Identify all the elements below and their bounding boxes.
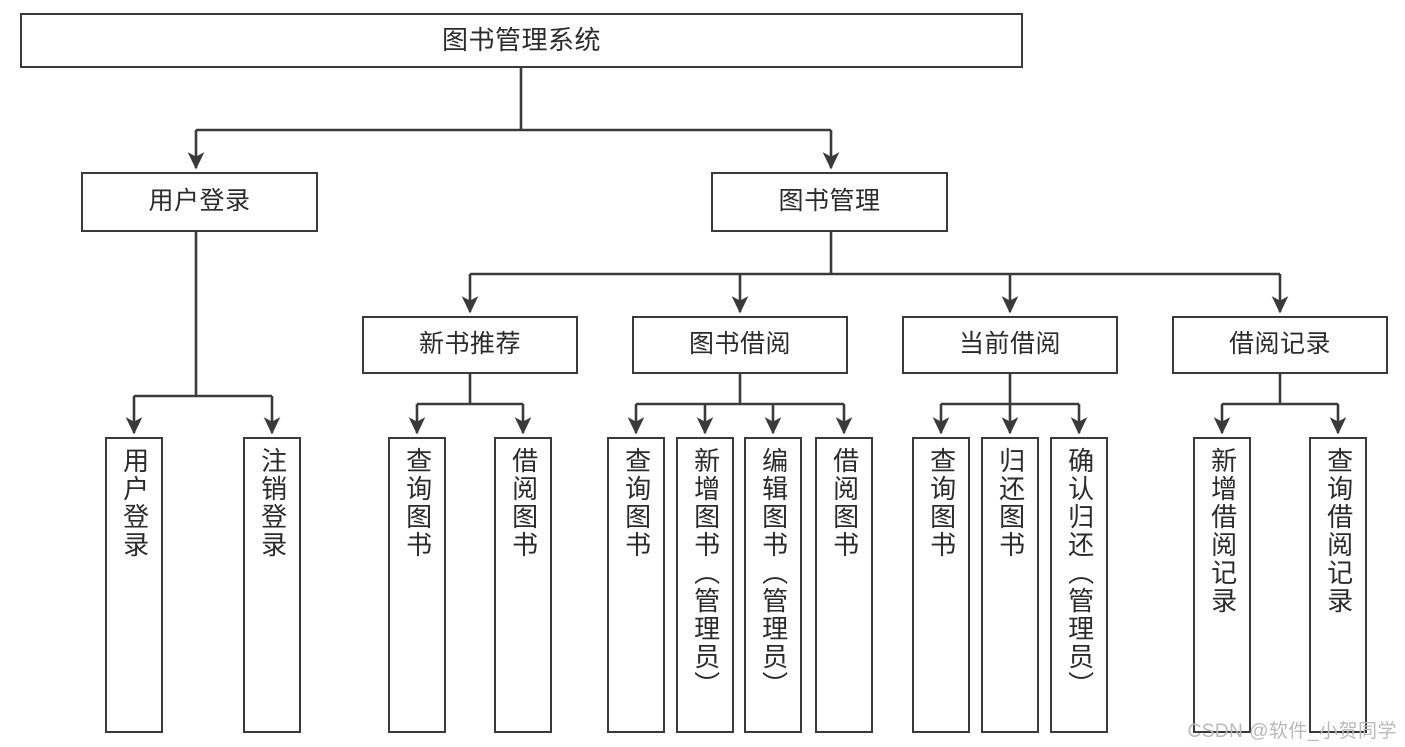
node-borrow-record[interactable]: 借阅记录 (1172, 316, 1388, 374)
watermark-text: CSDN @软件_小贺同学 (1187, 721, 1397, 742)
node-label: 归还图书 (995, 447, 1026, 559)
node-label: 借阅记录 (1228, 330, 1331, 359)
leaf-user-login-logout[interactable]: 注销登录 (243, 437, 301, 733)
node-label: 借阅图书 (508, 447, 539, 559)
node-label: 查询图书 (402, 447, 433, 559)
node-book-management[interactable]: 图书管理 (711, 172, 948, 232)
node-label: 注销登录 (257, 447, 288, 559)
leaf-borrow-edit-book-admin[interactable]: 编辑图书（管理员） (744, 437, 802, 733)
node-user-login[interactable]: 用户登录 (81, 172, 318, 232)
leaf-record-add-record[interactable]: 新增借阅记录 (1193, 437, 1251, 733)
leaf-recommend-query-book[interactable]: 查询图书 (388, 437, 446, 733)
leaf-borrow-borrow-book[interactable]: 借阅图书 (815, 437, 873, 733)
node-label: 当前借阅 (958, 330, 1061, 359)
node-label: 借阅图书 (829, 447, 860, 559)
node-label: 新增借阅记录 (1207, 447, 1238, 615)
node-current-borrow[interactable]: 当前借阅 (902, 316, 1118, 374)
node-label: 新增图书（管理员） (690, 447, 721, 699)
leaf-current-return-book[interactable]: 归还图书 (981, 437, 1039, 733)
leaf-borrow-query-book[interactable]: 查询图书 (607, 437, 665, 733)
node-label: 查询图书 (926, 447, 957, 559)
node-label: 图书管理系统 (441, 25, 601, 56)
node-label: 确认归还（管理员） (1064, 447, 1095, 699)
node-label: 用户登录 (119, 447, 150, 559)
node-label: 编辑图书（管理员） (758, 447, 789, 699)
leaf-record-query-record[interactable]: 查询借阅记录 (1309, 437, 1367, 733)
node-label: 查询借阅记录 (1323, 447, 1354, 615)
leaf-current-query-book[interactable]: 查询图书 (912, 437, 970, 733)
leaf-user-login-login[interactable]: 用户登录 (105, 437, 163, 733)
node-label: 图书借阅 (688, 330, 791, 359)
node-book-borrow[interactable]: 图书借阅 (632, 316, 848, 374)
node-label: 查询图书 (621, 447, 652, 559)
node-label: 新书推荐 (418, 330, 521, 359)
node-label: 用户登录 (148, 187, 251, 216)
leaf-recommend-borrow-book[interactable]: 借阅图书 (494, 437, 552, 733)
node-root-system[interactable]: 图书管理系统 (20, 13, 1023, 68)
leaf-borrow-add-book-admin[interactable]: 新增图书（管理员） (676, 437, 734, 733)
leaf-current-confirm-return-admin[interactable]: 确认归还（管理员） (1050, 437, 1108, 733)
node-new-book-recommend[interactable]: 新书推荐 (362, 316, 578, 374)
node-label: 图书管理 (778, 187, 881, 216)
